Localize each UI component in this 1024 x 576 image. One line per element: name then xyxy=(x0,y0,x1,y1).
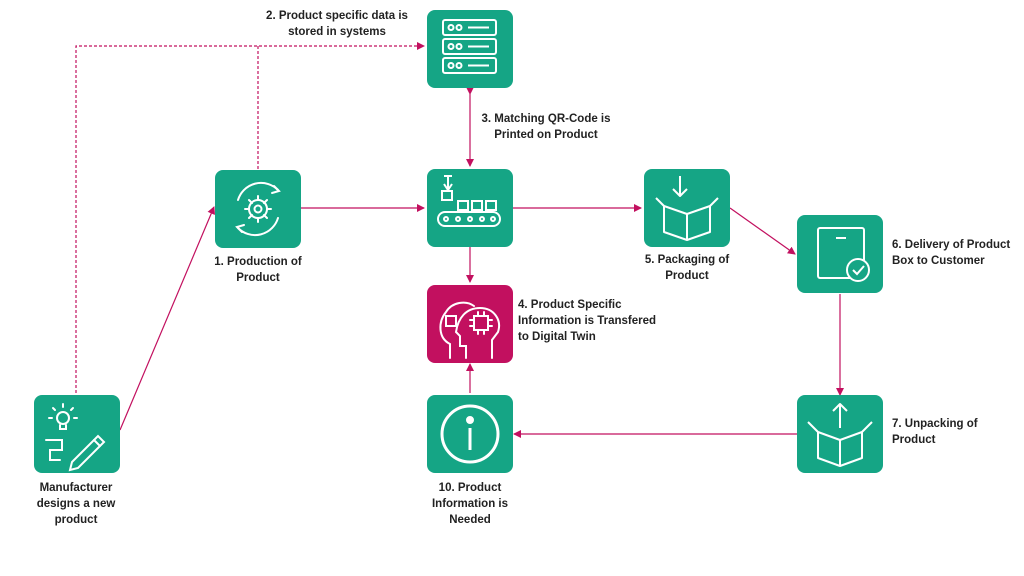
label-qr: 3. Matching QR-Code is Printed on Produc… xyxy=(481,113,611,141)
connectors xyxy=(75,42,844,438)
node-unpacking xyxy=(797,395,883,473)
server-icon xyxy=(442,19,497,74)
label-design: Manufacturer designs a new product xyxy=(36,482,116,526)
lightbulb-pencil-icon xyxy=(45,403,106,472)
label-packaging: 5. Packaging of Product xyxy=(644,254,730,282)
node-qr xyxy=(427,169,513,247)
node-storage xyxy=(427,10,513,88)
box-check-icon xyxy=(817,227,870,282)
box-drop-icon xyxy=(655,176,719,241)
node-production xyxy=(215,170,301,248)
label-production: 1. Production of Product xyxy=(214,256,302,284)
box-open-icon xyxy=(807,403,873,467)
connector-packaging-to-delivery xyxy=(729,207,796,255)
label-info: 10. Product Information is Needed xyxy=(431,482,509,526)
node-packaging xyxy=(644,169,730,247)
label-delivery: 6. Delivery of Product Box to Customer xyxy=(892,239,1011,267)
node-info xyxy=(427,395,513,473)
node-design xyxy=(34,395,120,473)
node-twin xyxy=(427,285,513,363)
connector-design-to-storage xyxy=(75,42,425,393)
connector-design-to-production xyxy=(119,206,215,431)
info-icon xyxy=(440,404,500,464)
conveyor-belt-icon xyxy=(437,175,501,227)
gear-cycle-icon xyxy=(235,181,281,237)
digital-twin-heads-icon xyxy=(439,301,500,359)
label-storage: 2. Product specific data is stored in sy… xyxy=(266,10,408,38)
label-twin: 4. Product Specific Information is Trans… xyxy=(518,299,657,343)
node-delivery xyxy=(797,215,883,293)
label-unpacking: 7. Unpacking of Product xyxy=(892,418,978,446)
